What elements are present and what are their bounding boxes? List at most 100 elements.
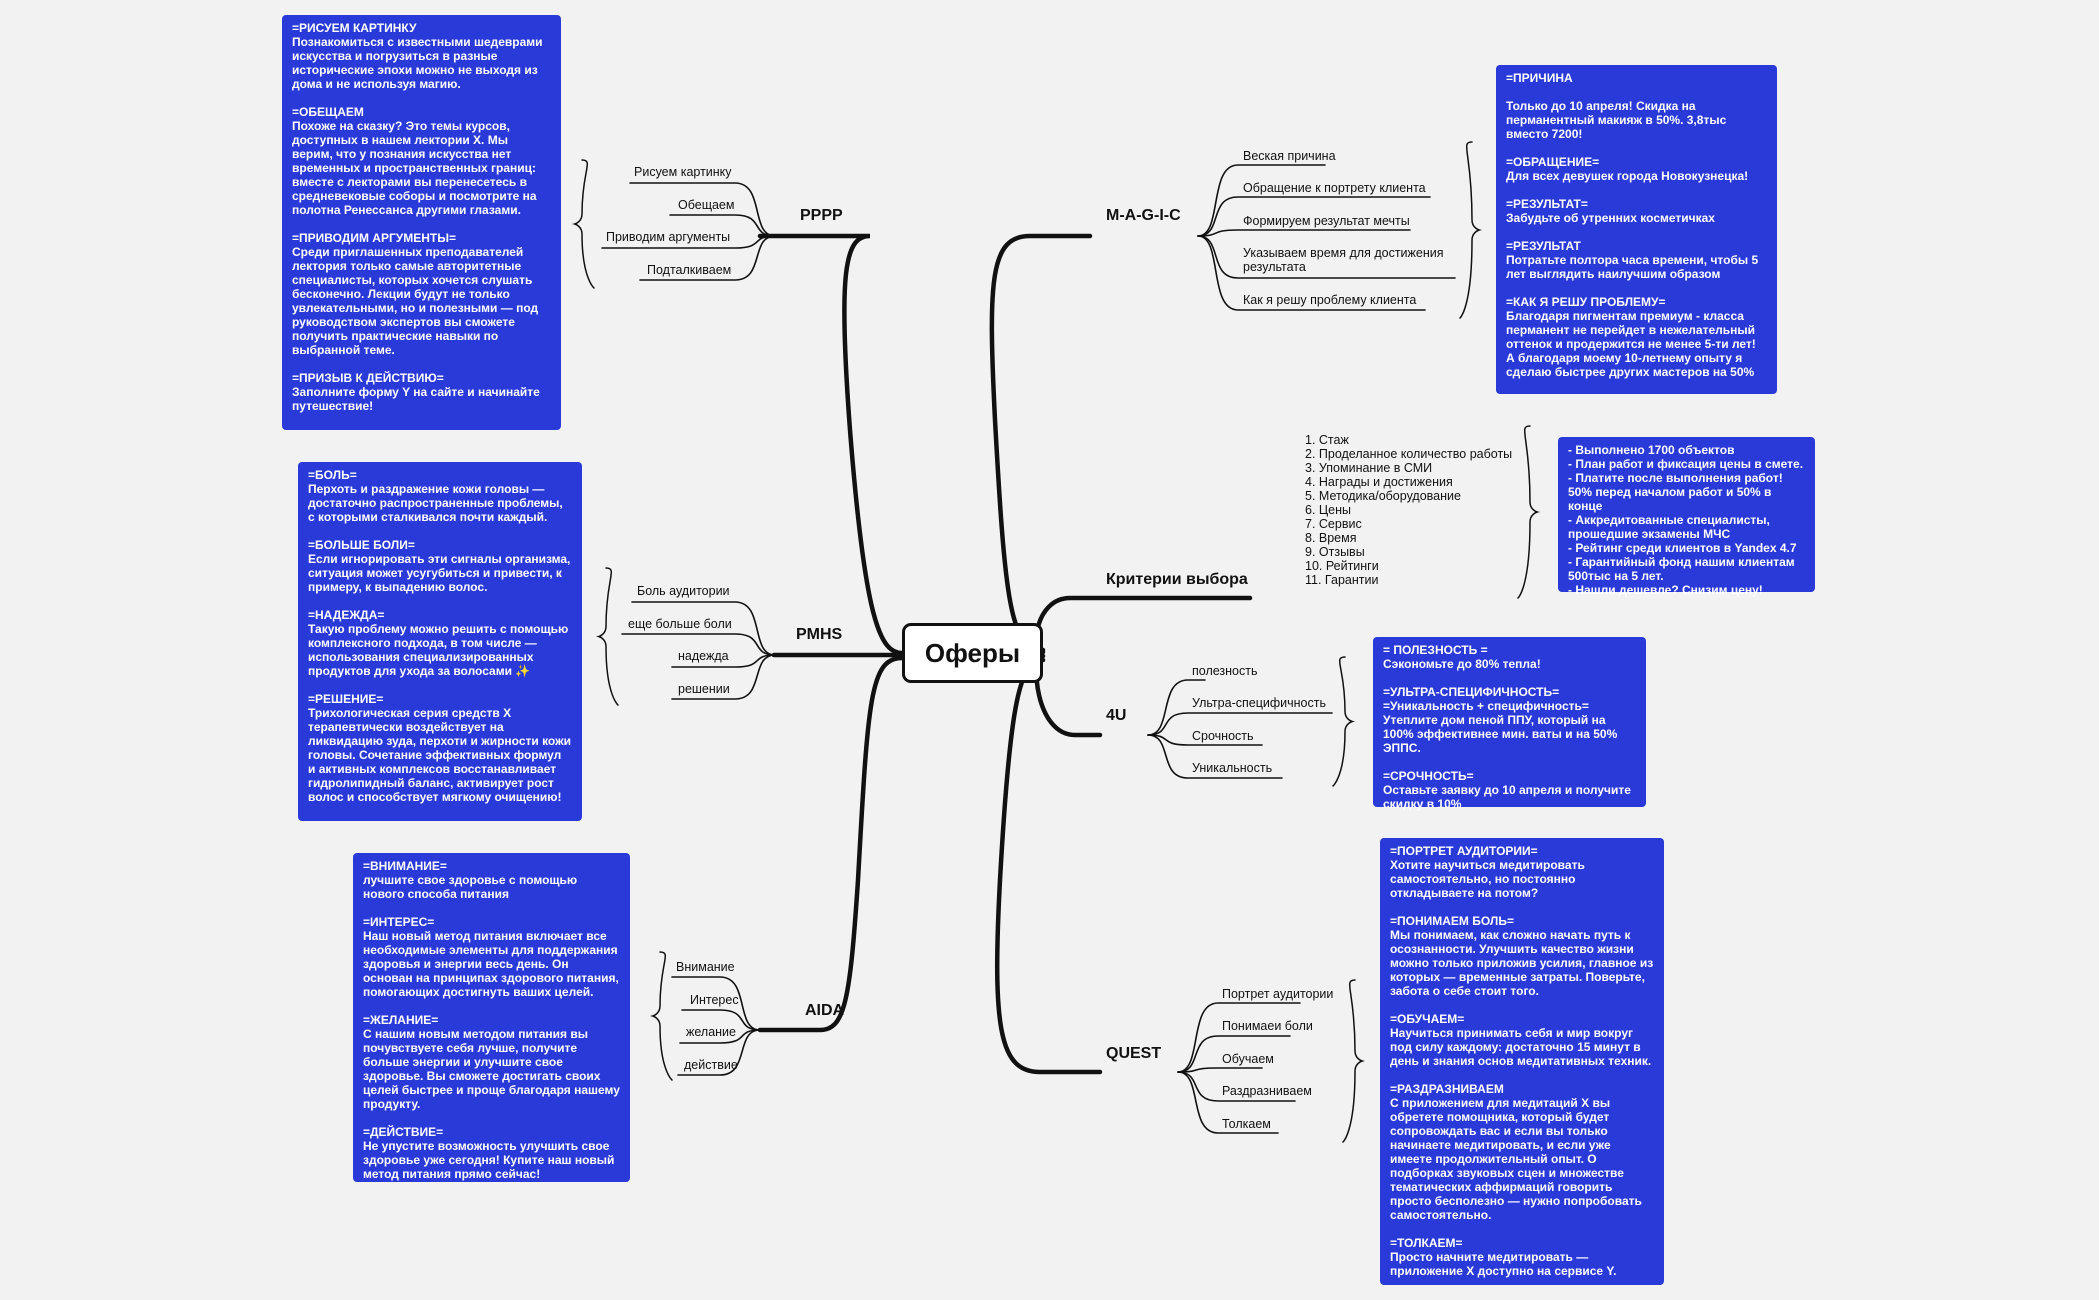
- note-section-title: =ПРИЧИНА: [1506, 71, 1573, 85]
- leaf-magic-2[interactable]: Обращение к портрету клиента: [1243, 181, 1426, 195]
- note-section: =ЖЕЛАНИЕ=С нашим новым методом питания в…: [363, 1013, 620, 1111]
- leaf-4u-1[interactable]: полезность: [1192, 664, 1258, 678]
- leaf-aida-3[interactable]: желание: [686, 1025, 736, 1039]
- leaf-quest-3[interactable]: Обучаем: [1222, 1052, 1274, 1066]
- criteria-item: 4. Награды и достижения: [1305, 475, 1453, 489]
- note-line: - Рейтинг среди клиентов в Yandex 4.7: [1568, 541, 1797, 555]
- note-section-text: лучшите свое здоровье с помощью нового с…: [363, 873, 578, 901]
- connector-pmhs-leaf-1: [631, 601, 776, 656]
- note-section-title: =БОЛЬ=: [308, 468, 357, 482]
- leaf-pmhs-2[interactable]: еще больше боли: [628, 617, 732, 631]
- leaf-magic-3[interactable]: Формируем результат мечты: [1243, 214, 1410, 228]
- connector-pppp-leaf-1: [629, 182, 776, 237]
- leaf-4u-4[interactable]: Уникальность: [1192, 761, 1273, 775]
- note-section: =ПОРТРЕТ АУДИТОРИИ=Хотите научиться меди…: [1390, 844, 1654, 900]
- note-pmhs: =БОЛЬ=Перхоть и раздражение кожи головы …: [298, 462, 582, 821]
- leaf-pmhs-1[interactable]: Боль аудитории: [637, 584, 730, 598]
- branch-pppp[interactable]: PPPP: [800, 207, 843, 224]
- leaf-quest-2[interactable]: Понимаеи боли: [1222, 1019, 1313, 1033]
- connector-pppp-leaf-3: [601, 235, 776, 249]
- note-line: - Гарантийный фонд нашим клиентам 500тыс…: [1568, 555, 1795, 583]
- leaf-aida-2[interactable]: Интерес: [690, 993, 739, 1007]
- note-section-title: =ПОНИМАЕМ БОЛЬ=: [1390, 914, 1514, 928]
- note-section-text: Забудьте об утренних косметичках: [1506, 211, 1715, 225]
- connector-pmhs-leaf-4: [671, 654, 776, 700]
- leaf-quest-5[interactable]: Толкаем: [1222, 1117, 1271, 1131]
- note-section-title: =РЕЗУЛЬТАТ=: [1506, 197, 1588, 211]
- note-section-text: Трихологическая серия средств X терапевт…: [308, 706, 571, 804]
- connector-pppp-leaf-4: [639, 235, 776, 281]
- note-section-text: С приложением для медитаций X вы обретет…: [1390, 1096, 1642, 1222]
- bracket-aida: [650, 951, 673, 1081]
- note-section: =НАДЕЖДА=Такую проблему можно решить с п…: [308, 608, 572, 678]
- criteria-item: 5. Методика/оборудование: [1305, 489, 1461, 503]
- note-section-title: =ОБУЧАЕМ=: [1390, 1012, 1465, 1026]
- note-section: =БОЛЬ=Перхоть и раздражение кожи головы …: [308, 468, 572, 524]
- leaf-magic-4[interactable]: Указываем время для достижения результат…: [1243, 246, 1444, 274]
- connector-quest-leaf-4: [1177, 1071, 1296, 1102]
- branch-aida[interactable]: AIDA: [805, 1002, 845, 1019]
- connector-root-criteria: [1034, 595, 1253, 655]
- connector-root-4u: [1034, 653, 1103, 738]
- leaf-aida-1[interactable]: Внимание: [676, 960, 735, 974]
- note-aida: =ВНИМАНИЕ=лучшите свое здоровье с помощь…: [353, 853, 630, 1182]
- criteria-item: 3. Упоминание в СМИ: [1305, 461, 1433, 475]
- note-section-title: =НАДЕЖДА=: [308, 608, 385, 622]
- note-section: = ПОЛЕЗНОСТЬ =Сэкономьте до 80% тепла!: [1383, 643, 1636, 671]
- note-section-text: Если игнорировать эти сигналы организма,…: [308, 552, 571, 594]
- note-section-text: Не упустите возможность улучшить свое зд…: [363, 1139, 615, 1181]
- note-section-title: =ТОЛКАЕМ=: [1390, 1236, 1463, 1250]
- leaf-pmhs-3[interactable]: надежда: [678, 649, 729, 663]
- note-section-title: =РЕЗУЛЬТАТ: [1506, 239, 1581, 253]
- leaf-magic-5[interactable]: Как я решу проблему клиента: [1243, 293, 1417, 307]
- branch-quest[interactable]: QUEST: [1106, 1045, 1162, 1062]
- note-section-text: =Уникальность + специфичность= Утеплите …: [1383, 699, 1618, 755]
- leaf-quest-1[interactable]: Портрет аудитории: [1222, 987, 1334, 1001]
- bracket-pppp: [572, 159, 595, 289]
- connector-magic-leaf-5: [1197, 235, 1426, 311]
- connector-quest-leaf-5: [1177, 1071, 1279, 1134]
- root-node[interactable]: Оферы: [902, 623, 1043, 683]
- connector-quest-leaf-1: [1177, 1002, 1301, 1073]
- branch-magic[interactable]: M-A-G-I-C: [1106, 207, 1181, 224]
- bracket-criteria: [1517, 425, 1540, 599]
- connector-root-pppp: [757, 233, 905, 656]
- leaf-aida-4[interactable]: действие: [684, 1058, 738, 1072]
- note-section-text: Научиться принимать себя и мир вокруг по…: [1390, 1026, 1652, 1068]
- leaf-pmhs-4[interactable]: решении: [678, 682, 730, 696]
- note-section-title: =СРОЧНОСТЬ=: [1383, 769, 1474, 783]
- branch-criteria[interactable]: Критерии выбора: [1106, 571, 1248, 588]
- note-section-text: Наш новый метод питания включает все нео…: [363, 929, 619, 999]
- bracket-pmhs: [596, 567, 619, 706]
- note-section-title: =ОБЕЩАЕМ: [292, 105, 364, 119]
- note-section-title: =ПРИЗЫВ К ДЕЙСТВИЮ=: [292, 371, 444, 385]
- criteria-item: 10. Рейтинги: [1305, 559, 1379, 573]
- connector-aida-leaf-1: [671, 976, 761, 1031]
- connector-4u-leaf-1: [1147, 679, 1206, 736]
- note-section-text: С нашим новым методом питания вы почувст…: [363, 1027, 620, 1111]
- note-section-text: Мы понимаем, как сложно начать путь к ос…: [1390, 928, 1654, 998]
- leaf-pppp-1[interactable]: Рисуем картинку: [634, 165, 732, 179]
- branch-pmhs[interactable]: PMHS: [796, 626, 843, 643]
- note-section-title: =ПОРТРЕТ АУДИТОРИИ=: [1390, 844, 1538, 858]
- note-section: =УЛЬТРА-СПЕЦИФИЧНОСТЬ==Уникальность + сп…: [1383, 685, 1636, 755]
- connector-magic-leaf-3: [1197, 229, 1411, 237]
- branch-4u[interactable]: 4U: [1106, 707, 1127, 724]
- note-section: =ОБУЧАЕМ=Научиться принимать себя и мир …: [1390, 1012, 1654, 1068]
- connector-4u-leaf-2: [1147, 712, 1333, 736]
- leaf-pppp-3[interactable]: Приводим аргументы: [606, 230, 731, 244]
- note-section: =ВНИМАНИЕ=лучшите свое здоровье с помощь…: [363, 859, 620, 901]
- note-section-title: =ОБРАЩЕНИЕ=: [1506, 155, 1600, 169]
- leaf-quest-4[interactable]: Раздразниваем: [1222, 1084, 1312, 1098]
- connector-aida-leaf-2: [681, 1009, 761, 1031]
- leaf-pppp-4[interactable]: Подталкиваем: [647, 263, 732, 277]
- leaf-magic-1[interactable]: Веская причина: [1243, 149, 1336, 163]
- leaf-pppp-2[interactable]: Обещаем: [678, 198, 735, 212]
- leaf-4u-2[interactable]: Ультра-специфичность: [1192, 696, 1326, 710]
- leaf-4u-3[interactable]: Срочность: [1192, 729, 1254, 743]
- note-section-text: Благодаря пигментам премиум - класса пер…: [1506, 309, 1756, 379]
